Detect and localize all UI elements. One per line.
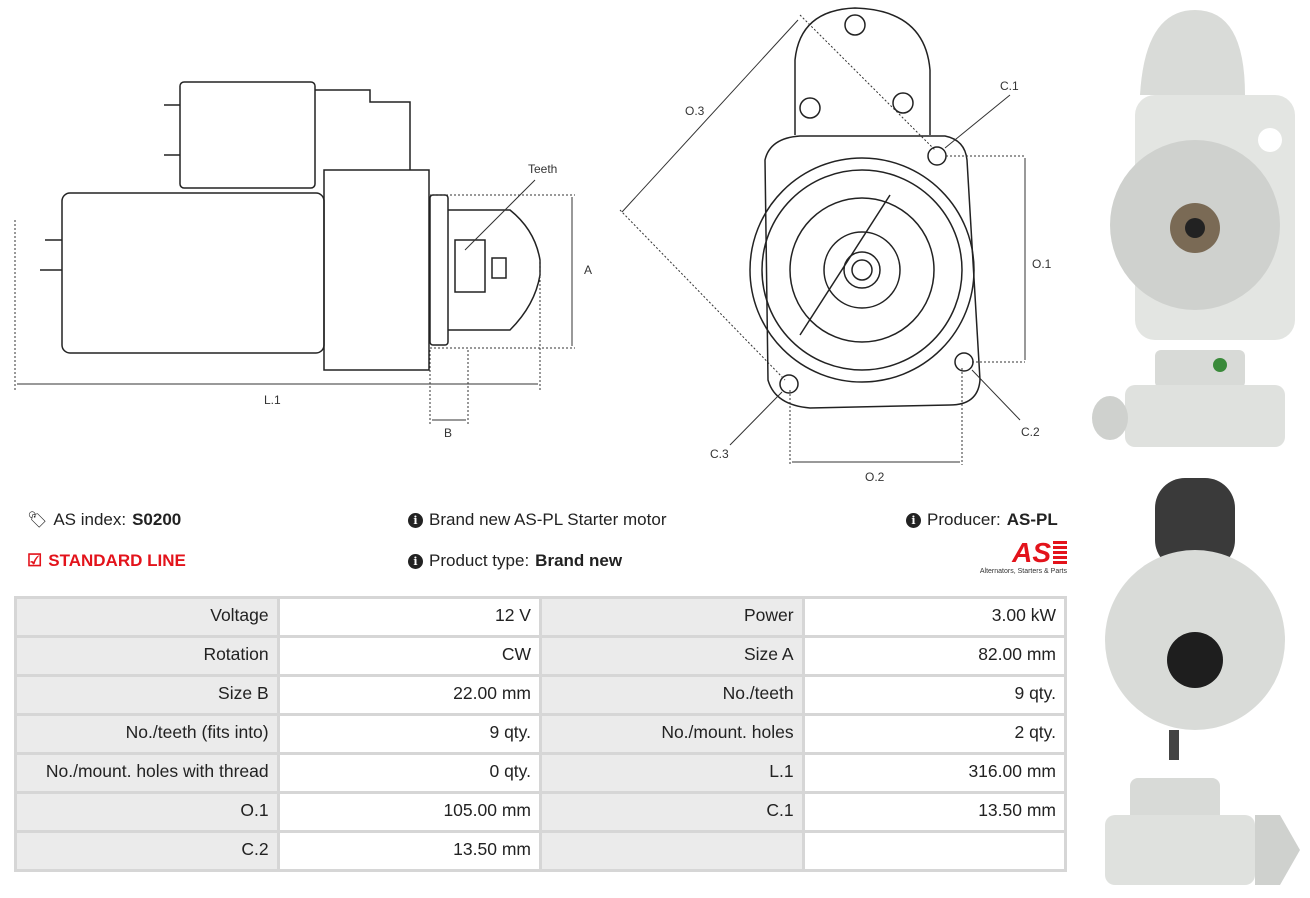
logo-tagline: Alternators, Starters & Parts (979, 568, 1067, 575)
info-icon: i (408, 553, 423, 569)
product-type: i Product type: Brand new (408, 551, 622, 571)
logo-mark: AS (1012, 537, 1051, 568)
spec-label: C.1 (538, 791, 805, 833)
spec-value (801, 830, 1068, 872)
spec-label: C.2 (14, 830, 280, 872)
dim-o2-label: O.2 (865, 470, 885, 484)
spec-value: 316.00 mm (801, 752, 1068, 794)
producer: i Producer: AS-PL (906, 510, 1058, 530)
info-icon: i (408, 512, 423, 528)
standard-line-badge: ☑ STANDARD LINE (27, 551, 186, 571)
as-index: 🏷 AS index: S0200 (27, 510, 181, 530)
dim-c3-label: C.3 (710, 447, 729, 461)
photo-side-large (1105, 778, 1300, 885)
spec-label: No./teeth (fits into) (14, 713, 280, 755)
dim-b-label: B (444, 426, 452, 440)
logo-stripes (1053, 541, 1067, 565)
as-index-value: S0200 (132, 510, 182, 529)
teeth-label: Teeth (528, 162, 557, 176)
spec-value: CW (276, 635, 542, 677)
spec-label: Size B (14, 674, 280, 716)
photo-side-small (1092, 350, 1285, 447)
spec-value: 2 qty. (801, 713, 1068, 755)
spec-label: No./teeth (538, 674, 805, 716)
dim-c1-label: C.1 (1000, 79, 1019, 93)
spec-label: L.1 (538, 752, 805, 794)
spec-value: 13.50 mm (801, 791, 1068, 833)
standard-line-label: STANDARD LINE (48, 551, 186, 570)
spec-label: No./mount. holes with thread (14, 752, 280, 794)
spec-label (538, 830, 805, 872)
front-view-drawing: O.1 O.2 O.3 C.1 C.2 C.3 (619, 7, 1052, 484)
info-icon: i (906, 512, 921, 528)
dim-o3-label: O.3 (685, 104, 705, 118)
dim-l1-label: L.1 (264, 393, 281, 407)
table-row: No./teeth (fits into)9 qty.No./mount. ho… (14, 713, 1068, 755)
producer-label: Producer: (927, 510, 1001, 529)
product-description: i Brand new AS-PL Starter motor (408, 510, 666, 530)
as-index-label: AS index: (53, 510, 127, 529)
spec-value: 9 qty. (276, 713, 542, 755)
description-text: Brand new AS-PL Starter motor (429, 510, 667, 529)
side-view-drawing: Teeth A B L.1 (14, 81, 592, 440)
producer-value: AS-PL (1006, 510, 1058, 529)
spec-value: 13.50 mm (276, 830, 542, 872)
product-type-label: Product type: (429, 551, 530, 570)
dim-c2-label: C.2 (1021, 425, 1040, 439)
dim-o1-label: O.1 (1032, 257, 1052, 271)
spec-value: 9 qty. (801, 674, 1068, 716)
spec-value: 105.00 mm (276, 791, 542, 833)
dim-a-label: A (584, 263, 592, 277)
spec-value: 82.00 mm (801, 635, 1068, 677)
spec-label: Rotation (14, 635, 280, 677)
tags-icon: 🏷 (27, 512, 48, 529)
spec-value: 3.00 kW (801, 596, 1068, 638)
product-photos (1092, 10, 1300, 885)
spec-label: No./mount. holes (538, 713, 805, 755)
product-type-value: Brand new (535, 551, 623, 570)
checkbox-checked-icon: ☑ (27, 551, 43, 570)
spec-label: Voltage (14, 596, 280, 638)
photo-rear (1105, 478, 1285, 760)
spec-value: 22.00 mm (276, 674, 542, 716)
as-pl-logo: AS Alternators, Starters & Parts (965, 538, 1067, 575)
spec-label: Power (538, 596, 805, 638)
spec-label: O.1 (14, 791, 280, 833)
spec-label: Size A (538, 635, 805, 677)
spec-value: 0 qty. (276, 752, 542, 794)
spec-value: 12 V (276, 596, 542, 638)
photo-front (1103, 10, 1295, 340)
